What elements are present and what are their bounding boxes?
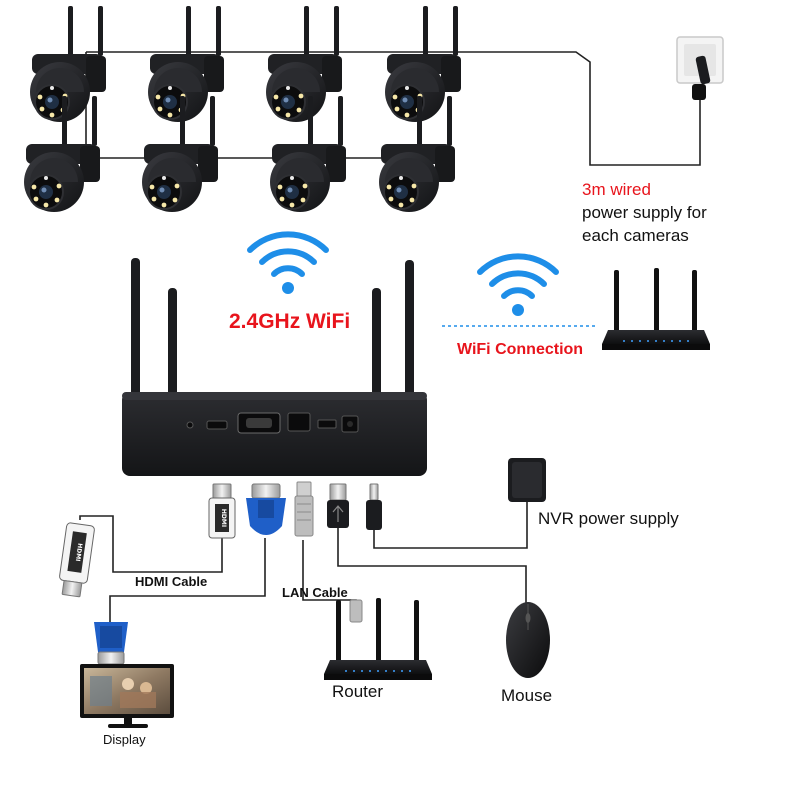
power-adapter-icon <box>508 458 546 502</box>
wall-socket-icon <box>676 36 724 100</box>
camera-array <box>23 5 462 213</box>
vga-plug-icon <box>246 483 286 535</box>
wifi-band-label: 2.4GHz WiFi <box>229 310 351 333</box>
hdmi-plug-label: HDMI <box>220 509 227 527</box>
camera-8 <box>378 95 456 213</box>
wifi-icon <box>250 234 326 294</box>
wifi-connection-icon <box>480 256 556 316</box>
nvr-power-label: NVR power supply <box>538 509 679 528</box>
hdmi-plug-icon: HDMI <box>208 483 236 539</box>
display-label: Display <box>103 732 146 747</box>
usb-plug-icon <box>327 483 349 528</box>
wifi-router-icon <box>602 268 710 350</box>
lan-cable-label: LAN Cable <box>282 585 348 600</box>
connection-cables <box>79 502 528 622</box>
router-icon <box>324 598 432 680</box>
power-supply-label: power supply for <box>582 203 707 222</box>
lan-plug-icon <box>294 481 314 537</box>
each-cameras-label: each cameras <box>582 226 689 245</box>
mouse-label: Mouse <box>501 686 553 705</box>
wifi-connection-label: WiFi Connection <box>457 341 584 358</box>
dc-plug-icon <box>366 483 382 530</box>
vga-plug-display-icon <box>94 622 128 665</box>
mouse-icon <box>506 602 550 678</box>
router-label: Router <box>332 682 384 701</box>
nvr-device <box>122 258 427 476</box>
hdmi-cable-label: HDMI Cable <box>135 574 208 589</box>
display-icon <box>80 664 174 728</box>
hdmi-plug-end-icon: HDMI <box>59 522 95 598</box>
camera-5 <box>23 95 101 213</box>
camera-6 <box>141 95 219 213</box>
power-wired-label: 3m wired <box>582 180 651 199</box>
hdmi-plug-end-label: HDMI <box>74 543 83 562</box>
camera-3 <box>265 5 343 123</box>
